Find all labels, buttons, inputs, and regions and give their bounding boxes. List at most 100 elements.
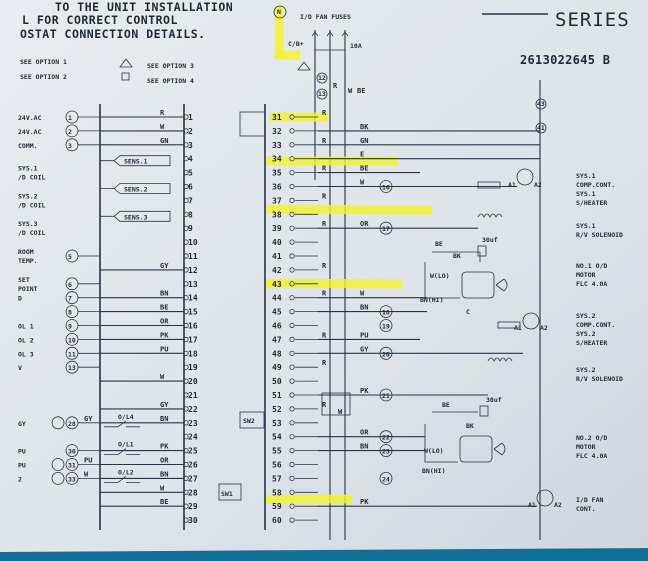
svg-text:13: 13 (318, 90, 326, 98)
left-label-num-9: 9 (68, 323, 72, 331)
left-wire-label-27: BN (160, 470, 168, 478)
left-wire-label-16: OR (160, 318, 169, 326)
sw2-switch (239, 411, 265, 429)
svg-text:30uf: 30uf (482, 236, 498, 244)
left-label-text-5: SYS.3 (18, 220, 38, 228)
right-label-4-l2: MOTOR (576, 271, 596, 279)
overload-2-switch (104, 448, 140, 455)
right-wire-label-54: OR (360, 429, 369, 437)
svg-text:SEE OPTION 2: SEE OPTION 2 (20, 73, 67, 81)
right-terminal-dot-57 (289, 475, 295, 481)
right-terminal-dot-40 (289, 239, 295, 245)
left-terminal-29: 29 (188, 502, 198, 511)
svg-text:W(LO): W(LO) (424, 447, 444, 455)
terminal-n (273, 5, 287, 19)
right-terminal-52: 52 (272, 405, 282, 414)
left-terminal-dot-13 (183, 281, 189, 287)
motor-2-fan-icon (493, 442, 506, 456)
comp-cont-2-coil (522, 312, 540, 330)
right-wire-label-55: BN (360, 443, 368, 451)
svg-text:C: C (466, 308, 470, 316)
right-label-7-l2: R/V SOLENOID (576, 375, 623, 383)
right-terminal-54: 54 (272, 433, 282, 442)
right-wire-label-32: BK (360, 123, 369, 131)
right-terminal-31: 31 (272, 113, 282, 122)
overload-3-switch (104, 476, 140, 483)
right-label-5-l2: COMP.CONT. (576, 321, 615, 329)
right-wire-label-33: GN (360, 137, 368, 145)
left-terminal-4: 4 (188, 155, 193, 164)
left-label-num-7: 7 (68, 295, 72, 303)
left-label-text2-6: TEMP. (18, 257, 38, 265)
svg-text:A2: A2 (540, 324, 548, 332)
left-terminal-19: 19 (188, 363, 198, 372)
svg-text:A1: A1 (528, 501, 536, 509)
svg-text:10A: 10A (350, 42, 362, 50)
svg-text:30uf: 30uf (486, 396, 502, 404)
bus-r-label-1: R (322, 137, 327, 145)
right-terminal-50: 50 (272, 377, 282, 386)
left-label-num-6: 6 (68, 281, 72, 289)
svg-text:41: 41 (537, 124, 545, 132)
left-wire-label-3: GN (160, 137, 168, 145)
left-terminal-dot-5 (183, 170, 189, 176)
right-terminal-dot-56 (289, 461, 295, 468)
device-terminal-label-22: 22 (382, 434, 390, 442)
left-terminal-dot-19 (183, 364, 189, 370)
left-label-text-6: ROOM (18, 248, 34, 256)
left-wire-label-18: PU (160, 345, 168, 353)
left-terminal-dot-10 (183, 239, 189, 245)
left-wire-label-29: BE (160, 498, 168, 506)
left-terminal-20: 20 (188, 377, 198, 386)
svg-text:N: N (277, 8, 281, 16)
left-label-text-8: D (18, 295, 22, 303)
sw1-label: SW1 (221, 490, 233, 498)
left-label-text-10: OL 1 (18, 323, 34, 331)
right-terminal-dot-37 (289, 197, 295, 203)
left-terminal-6: 6 (188, 183, 193, 192)
right-terminal-45: 45 (272, 308, 282, 317)
device-terminal-label-18: 18 (382, 309, 390, 317)
device-terminal-16 (379, 180, 393, 193)
right-label-2-l1: SYS.1 (576, 190, 596, 198)
right-terminal-dot-55 (289, 447, 295, 454)
left-terminal-11: 11 (188, 252, 198, 261)
right-wire-label-44: W (360, 290, 365, 298)
right-terminal-34: 34 (272, 155, 282, 164)
left-label-text-17: 2 (18, 475, 22, 483)
right-label-3-l2: R/V SOLENOID (576, 231, 623, 239)
left-terminal-dot-30 (183, 517, 189, 523)
bus-r-label-3: R (322, 192, 327, 200)
left-label-num-11: 11 (68, 350, 76, 358)
left-terminal-dot-7 (183, 197, 189, 203)
right-wire-label-34: E (360, 151, 364, 159)
left-terminal-3: 3 (188, 141, 193, 150)
right-terminal-dot-51 (289, 392, 295, 398)
left-terminal-14: 14 (188, 294, 198, 303)
left-terminal-dot-8 (183, 211, 189, 217)
motor-1-fan-icon (495, 278, 508, 292)
bus-r-label-2: R (322, 165, 327, 173)
right-label-4-l1: NO.1 O/D (576, 262, 607, 270)
overload-1-switch (104, 420, 140, 428)
left-label-num-8: 8 (68, 309, 72, 317)
right-terminal-49: 49 (272, 363, 282, 372)
right-terminal-47: 47 (272, 335, 282, 344)
device-terminal-label-16: 16 (382, 184, 390, 192)
left-label-circle2-17 (51, 471, 65, 485)
right-terminal-38: 38 (272, 210, 282, 219)
right-wire-label-45: BN (360, 304, 368, 312)
right-terminal-dot-44 (289, 295, 295, 301)
left-terminal-18: 18 (188, 349, 198, 358)
left-terminal-dot-21 (183, 392, 189, 398)
right-terminal-53: 53 (272, 419, 282, 428)
device-terminal-label-19: 19 (382, 323, 390, 331)
left-label-num-13: 13 (68, 364, 76, 372)
right-terminal-36: 36 (272, 183, 282, 192)
svg-text:SEE OPTION 4: SEE OPTION 4 (147, 77, 194, 85)
devices: A1 A2 30uf BE BK W(LO) BN(HI) C A1 A2 30… (420, 168, 562, 509)
left-label-wire2-17: W (84, 470, 89, 478)
right-terminal-48: 48 (272, 349, 282, 358)
motor-1-body (461, 271, 495, 299)
bus-r-label-7: R (322, 331, 327, 339)
